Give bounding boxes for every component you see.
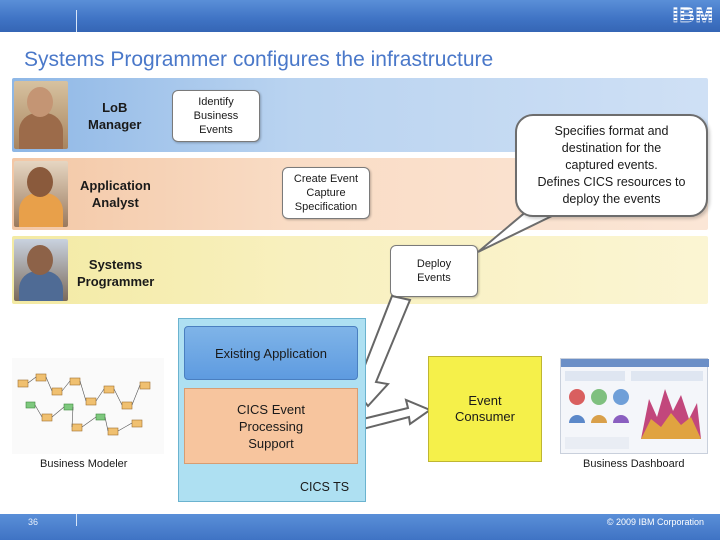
band-systems-programmer — [12, 236, 708, 304]
application-analyst-photo — [14, 161, 68, 227]
task-identify-business-events: Identify Business Events — [172, 90, 260, 142]
page-number: 36 — [28, 517, 39, 527]
header-divider — [76, 10, 77, 32]
role-label: Programmer — [77, 274, 155, 289]
role-lob-manager: LoB Manager — [88, 99, 141, 133]
top-bar: IBM — [0, 0, 720, 32]
role-label: LoB — [102, 100, 128, 115]
business-modeler-label: Business Modeler — [40, 458, 128, 470]
role-label: Systems — [88, 257, 143, 272]
cics-event-processing: CICS Event Processing Support — [184, 388, 358, 464]
task-deploy-events: Deploy Events — [390, 245, 478, 297]
ibm-logo: IBM — [672, 4, 714, 28]
role-application-analyst: Application Analyst — [80, 177, 151, 211]
cics-ts-label: CICS TS — [300, 480, 350, 494]
role-systems-programmer: Systems Programmer — [77, 256, 154, 290]
role-label: Application — [80, 178, 151, 193]
modeler-flow-icon — [17, 373, 151, 436]
task-create-event-capture-spec: Create Event Capture Specification — [282, 167, 370, 219]
event-consumer: Event Consumer — [428, 356, 542, 462]
existing-application: Existing Application — [184, 326, 358, 380]
business-dashboard-label: Business Dashboard — [583, 458, 685, 470]
dashboard-charts-icon — [561, 359, 709, 449]
slide-title: Systems Programmer configures the infras… — [24, 48, 494, 71]
role-label: Manager — [88, 117, 142, 132]
callout-description: Specifies format and destination for the… — [515, 114, 708, 217]
footer-divider — [76, 514, 77, 526]
role-label: Analyst — [91, 195, 139, 210]
systems-programmer-photo — [14, 239, 68, 301]
business-modeler-image — [12, 358, 164, 454]
copyright: © 2009 IBM Corporation — [606, 517, 704, 527]
lob-manager-photo — [14, 81, 68, 149]
business-dashboard-image — [560, 358, 709, 454]
footer-bar — [0, 514, 720, 540]
